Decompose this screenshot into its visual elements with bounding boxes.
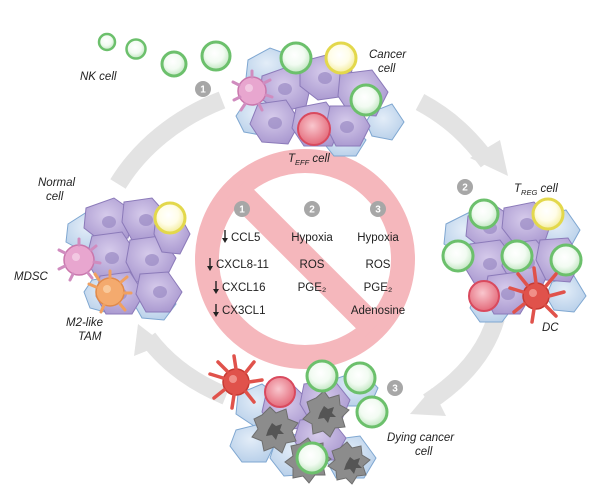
arrow-top-right <box>415 94 508 176</box>
column-1-item: CX3CL1 <box>222 305 265 317</box>
dying-cell <box>302 390 350 438</box>
step-badge-top: 1 <box>195 81 211 97</box>
teff-cell <box>468 280 500 312</box>
down-arrow-icon <box>213 281 219 294</box>
column-1-item: CCL5 <box>231 232 260 244</box>
dying-cell <box>327 441 371 485</box>
column-1-badge <box>234 201 250 217</box>
nk-cell <box>125 38 147 60</box>
cycle-arrows <box>110 91 508 416</box>
nk-cell-on-tumor <box>349 83 383 117</box>
arrow-bottom-left <box>134 324 230 405</box>
mdsc-cell <box>57 237 102 282</box>
left-normal-cluster <box>57 197 191 321</box>
treg-cell-on-tumor <box>324 41 358 75</box>
arrow-left-top <box>110 91 226 189</box>
column-2-item: Hypoxia <box>291 232 333 244</box>
step-badge-right: 2 <box>457 179 473 195</box>
svg-text:1: 1 <box>200 85 206 96</box>
treg-cell <box>531 197 565 231</box>
down-arrow-icon <box>207 258 213 271</box>
column-2-item: ROS <box>300 259 325 271</box>
cancer-cell-label-line1: Cancer <box>369 49 407 61</box>
dc-cell <box>208 354 264 410</box>
step-badge-bottom: 3 <box>387 380 403 396</box>
treg-cell-label: TREG cell <box>514 183 558 197</box>
normal-cell-label-line1: Normal <box>38 177 76 189</box>
column-3: 3 Hypoxia ROS PGE₂ Adenosine <box>351 201 405 317</box>
nk-cell <box>160 50 188 78</box>
nk-cell <box>305 359 339 393</box>
nk-cell <box>97 32 117 52</box>
treg-cell-normal <box>153 201 187 235</box>
dying-cancer-cell-label-line1: Dying cancer <box>387 432 455 444</box>
svg-text:3: 3 <box>392 384 398 395</box>
column-2-badge <box>304 201 320 217</box>
bottom-dying-cluster <box>208 354 389 485</box>
tam-cell <box>87 269 133 314</box>
nk-cell <box>468 198 500 230</box>
nk-cell <box>200 40 232 72</box>
m2-tam-label-line1: M2-like <box>66 317 103 329</box>
column-1-item: CXCL8-11 <box>216 259 269 271</box>
dying-cell <box>251 406 299 454</box>
nk-cell <box>355 395 389 429</box>
nk-cell <box>295 441 329 475</box>
column-3-badge <box>370 201 386 217</box>
nk-cell <box>500 239 534 273</box>
nk-cells <box>97 32 232 78</box>
nk-cell <box>549 243 583 277</box>
column-1-item: CXCL16 <box>222 282 265 294</box>
column-2-item: PGE₂ <box>298 282 327 294</box>
column-3-item: ROS <box>366 259 391 271</box>
arrow-right-bottom <box>410 315 505 416</box>
column-2-number: 2 <box>309 205 315 216</box>
column-3-item: Hypoxia <box>357 232 399 244</box>
svg-text:2: 2 <box>462 183 468 194</box>
down-arrow-icon <box>222 230 228 243</box>
column-3-item: PGE₂ <box>364 282 393 294</box>
teff-cell <box>264 376 296 408</box>
factor-columns: 1 CCL5 CXCL8-11 CXCL16 CX3CL1 2 Hypoxia … <box>207 201 405 317</box>
dc-label: DC <box>542 322 559 334</box>
prohibition-sign <box>195 149 415 369</box>
teff-cell <box>297 112 331 146</box>
nk-cell-on-tumor <box>279 41 313 75</box>
column-3-item: Adenosine <box>351 305 405 317</box>
mdsc-cell-top <box>231 69 274 112</box>
normal-cell-label-line2: cell <box>46 191 64 203</box>
dc-cell <box>508 266 566 324</box>
cancer-cell-label-line2: cell <box>378 63 396 75</box>
nk-cell <box>343 361 377 395</box>
down-arrow-icon <box>213 304 219 317</box>
right-treg-cluster <box>441 197 587 324</box>
nk-cell-label: NK cell <box>80 71 117 83</box>
mdsc-label: MDSC <box>14 271 49 283</box>
column-3-number: 3 <box>375 205 381 216</box>
top-tumor-cluster <box>231 41 405 157</box>
column-1-number: 1 <box>239 205 245 216</box>
teff-cell-label: TEFF cell <box>288 153 330 167</box>
m2-tam-label-line2: TAM <box>78 331 102 343</box>
nk-cell <box>441 239 475 273</box>
column-2: 2 Hypoxia ROS PGE₂ <box>291 201 333 294</box>
dying-cancer-cell-label-line2: cell <box>415 446 433 458</box>
column-1: 1 CCL5 CXCL8-11 CXCL16 CX3CL1 <box>207 201 269 317</box>
